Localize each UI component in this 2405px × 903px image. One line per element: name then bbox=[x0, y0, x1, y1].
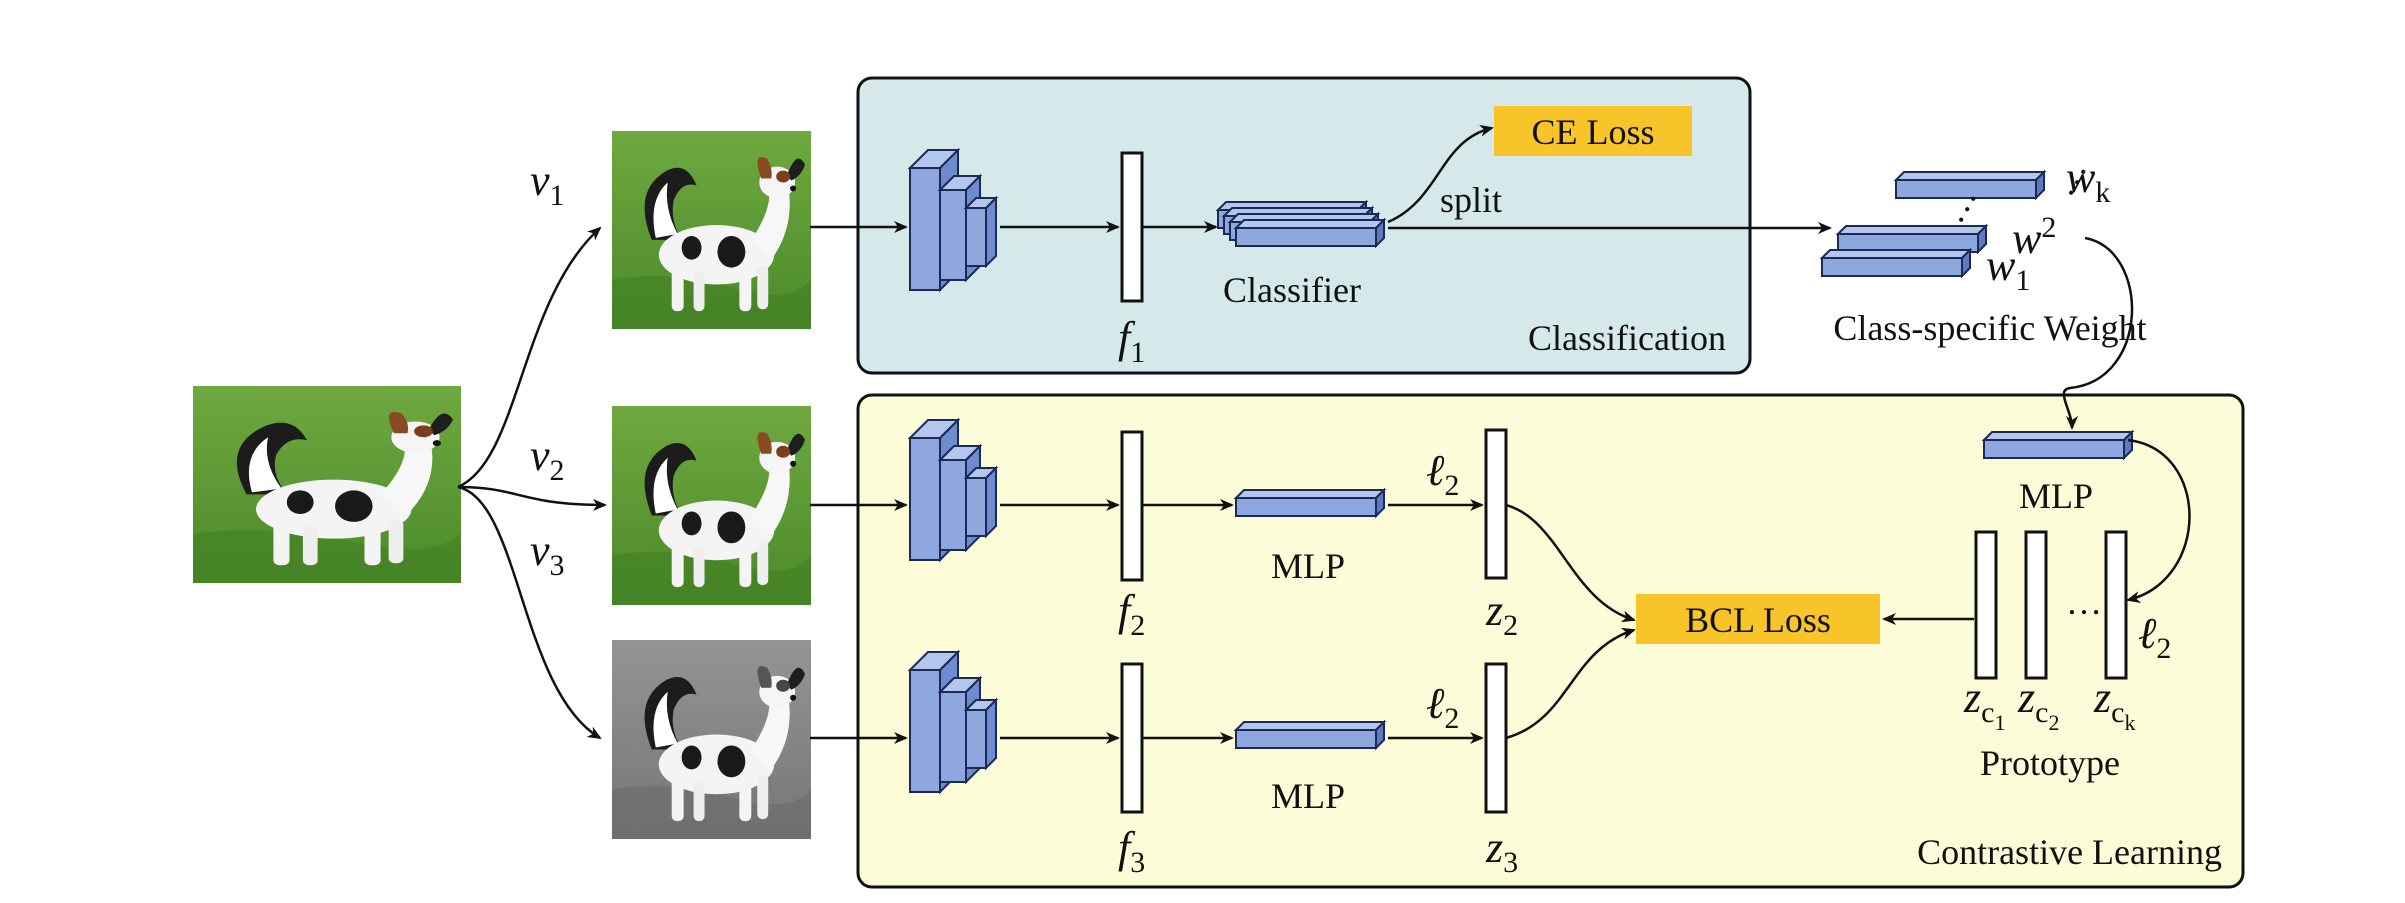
dog-photo-icon bbox=[193, 386, 461, 583]
view-label-v3: v3 bbox=[530, 526, 565, 582]
weight-to-mlp-arrow bbox=[2062, 236, 2134, 430]
bcl-loss-label: BCL Loss bbox=[1685, 600, 1831, 640]
feature-f3 bbox=[1120, 662, 1144, 814]
classifier-label: Classifier bbox=[1223, 270, 1361, 310]
embedding-z2 bbox=[1484, 428, 1508, 580]
contrastive-panel bbox=[856, 393, 2245, 889]
mlp-block-bot bbox=[1235, 721, 1385, 749]
bcl-loss-box bbox=[1636, 594, 1880, 644]
prototype-zc2 bbox=[2024, 530, 2048, 680]
mlp-label-bot: MLP bbox=[1271, 776, 1345, 816]
dog-crop-icon bbox=[612, 131, 811, 329]
prototype-zc1 bbox=[1974, 530, 1998, 680]
weight-label-wk: wk bbox=[2066, 153, 2110, 209]
classification-title: Classification bbox=[1528, 318, 1726, 358]
prototype-dots: … bbox=[2066, 582, 2102, 622]
feature-f1 bbox=[1120, 151, 1144, 303]
weight-bar-w1 bbox=[1821, 249, 1971, 277]
branch-arrow-v3 bbox=[457, 485, 602, 740]
prototype-label-zc2: zc2 bbox=[2017, 673, 2059, 735]
prototype-label-zc1: zc1 bbox=[1963, 673, 2005, 735]
to-ce-loss-arrow bbox=[1387, 124, 1494, 224]
class-weight-title: Class-specific Weight bbox=[1833, 308, 2146, 348]
embedding-label-z3: z3 bbox=[1485, 823, 1518, 879]
view-label-v2: v2 bbox=[530, 431, 565, 487]
view-label-v1: v1 bbox=[530, 156, 565, 212]
prototype-title: Prototype bbox=[1980, 743, 2120, 783]
mlp-label-mid: MLP bbox=[1271, 546, 1345, 586]
weight-label-w1: w1 bbox=[1986, 241, 2030, 297]
z3-to-bcl-arrow bbox=[1505, 627, 1636, 740]
prototype-zck bbox=[2104, 530, 2128, 680]
dog-grayscale-icon bbox=[612, 640, 811, 839]
dog-closeup-icon bbox=[612, 406, 811, 605]
branch-arrow-v2 bbox=[457, 485, 607, 511]
contrastive-title: Contrastive Learning bbox=[1917, 832, 2222, 872]
prototype-label-zck: zck bbox=[2093, 673, 2135, 735]
weight-label-w2: w2 bbox=[2012, 211, 2056, 263]
feature-f2 bbox=[1120, 430, 1144, 582]
norm-label-bot: ℓ2 bbox=[1426, 679, 1459, 735]
mlp-block-top bbox=[1983, 431, 2133, 459]
embedding-label-z2: z2 bbox=[1485, 586, 1518, 642]
weight-bar-w2 bbox=[1837, 225, 1987, 253]
mlp-label-top: MLP bbox=[2019, 476, 2093, 516]
branch-arrow-v1 bbox=[457, 226, 602, 489]
mlp-to-prototype-arrow bbox=[2126, 438, 2191, 603]
classifier-block bbox=[1215, 199, 1387, 249]
norm-label-proto: ℓ2 bbox=[2138, 609, 2171, 665]
ce-loss-label: CE Loss bbox=[1531, 112, 1654, 152]
z2-to-bcl-arrow bbox=[1505, 503, 1636, 623]
ce-loss-box bbox=[1494, 106, 1692, 156]
norm-label-mid: ℓ2 bbox=[1426, 446, 1459, 502]
split-label: split bbox=[1440, 180, 1502, 220]
mlp-block-mid bbox=[1235, 489, 1385, 517]
embedding-z3 bbox=[1484, 662, 1508, 814]
